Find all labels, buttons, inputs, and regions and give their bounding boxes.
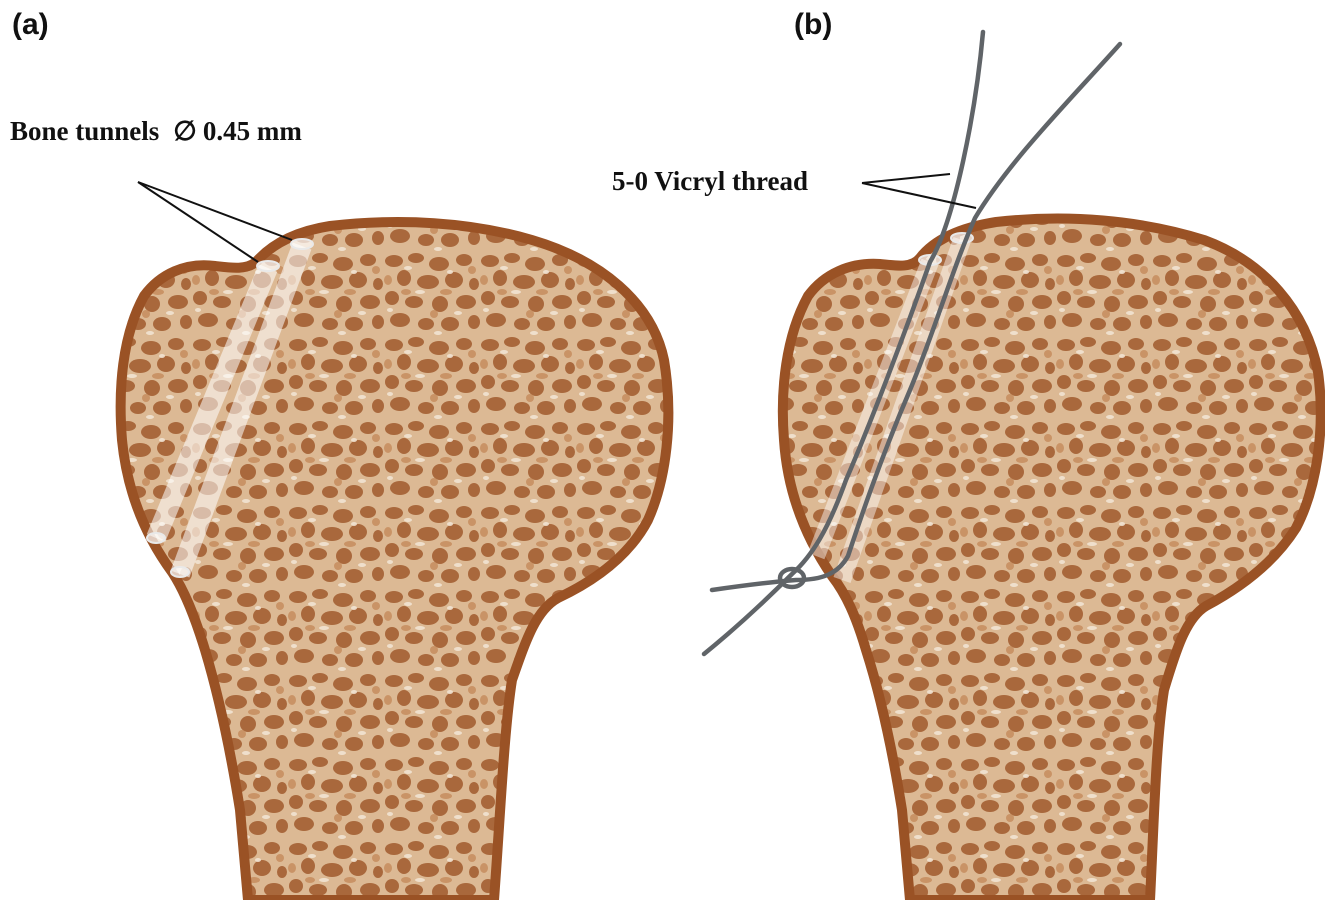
tunnel-diameter-value: 0.45 mm <box>203 116 302 146</box>
panel-b-label: (b) <box>794 8 832 41</box>
tunnel-opening-1 <box>257 261 279 271</box>
bone-b <box>783 219 1321 900</box>
tunnel-exit-2 <box>171 567 189 577</box>
bone-tunnels-label: Bone tunnels <box>10 116 159 146</box>
panel-a-label: (a) <box>12 8 49 41</box>
bone-a <box>121 222 669 900</box>
tunnel-exit-1 <box>147 533 165 543</box>
bone-tunnels-callout: Bone tunnels ∅0.45 mm <box>10 116 302 146</box>
tunnel-opening-2 <box>291 239 313 249</box>
leader-line-2 <box>138 182 292 240</box>
panel-b: (b) 5-0 Vicryl thread <box>612 8 1321 900</box>
diameter-symbol: ∅ <box>173 116 197 146</box>
leader-line-1 <box>138 182 258 262</box>
thread-leader-1 <box>862 174 950 183</box>
vicryl-thread-callout: 5-0 Vicryl thread <box>612 166 808 196</box>
panel-a: (a) Bone tunnels ∅0.45 mm <box>10 8 668 900</box>
